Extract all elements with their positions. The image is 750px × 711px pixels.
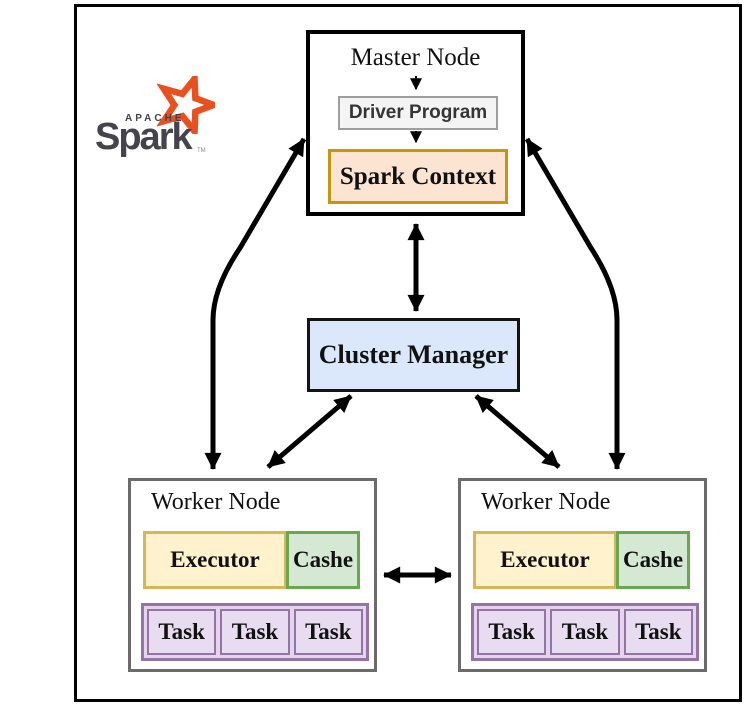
worker-left-executor-row: Executor Cashe (143, 531, 360, 589)
worker-right-task-1: Task (477, 609, 547, 655)
spark-context-box: Spark Context (328, 149, 508, 204)
master-node-box: Master Node Driver Program Spark Context (306, 30, 525, 216)
master-node-title: Master Node (350, 44, 481, 71)
worker-right-executor-box: Executor (473, 531, 617, 589)
worker-right-task-row: Task Task Task (471, 603, 699, 661)
worker-left-task-1: Task (147, 609, 217, 655)
worker-left-task-2: Task (220, 609, 290, 655)
logo-tm-text: TM (197, 148, 206, 154)
logo-spark-text: Spark (95, 116, 193, 158)
spark-star-icon (157, 76, 215, 134)
apache-spark-logo: APACHE Spark TM (95, 76, 225, 160)
worker-right-cache-box: Cashe (616, 531, 690, 589)
worker-node-right-box: Worker Node Executor Cashe Task Task Tas… (458, 478, 707, 672)
worker-right-task-3: Task (623, 609, 693, 655)
worker-node-right-title: Worker Node (481, 489, 611, 515)
worker-left-task-row: Task Task Task (141, 603, 369, 661)
cluster-manager-box: Cluster Manager (307, 318, 520, 392)
driver-program-box: Driver Program (338, 96, 498, 130)
worker-right-executor-row: Executor Cashe (473, 531, 690, 589)
worker-left-cache-box: Cashe (286, 531, 360, 589)
worker-left-executor-box: Executor (143, 531, 287, 589)
worker-node-left-title: Worker Node (151, 489, 281, 515)
logo-apache-text: APACHE (125, 113, 185, 124)
worker-node-left-box: Worker Node Executor Cashe Task Task Tas… (128, 478, 377, 672)
worker-right-task-2: Task (550, 609, 620, 655)
worker-left-task-3: Task (293, 609, 363, 655)
